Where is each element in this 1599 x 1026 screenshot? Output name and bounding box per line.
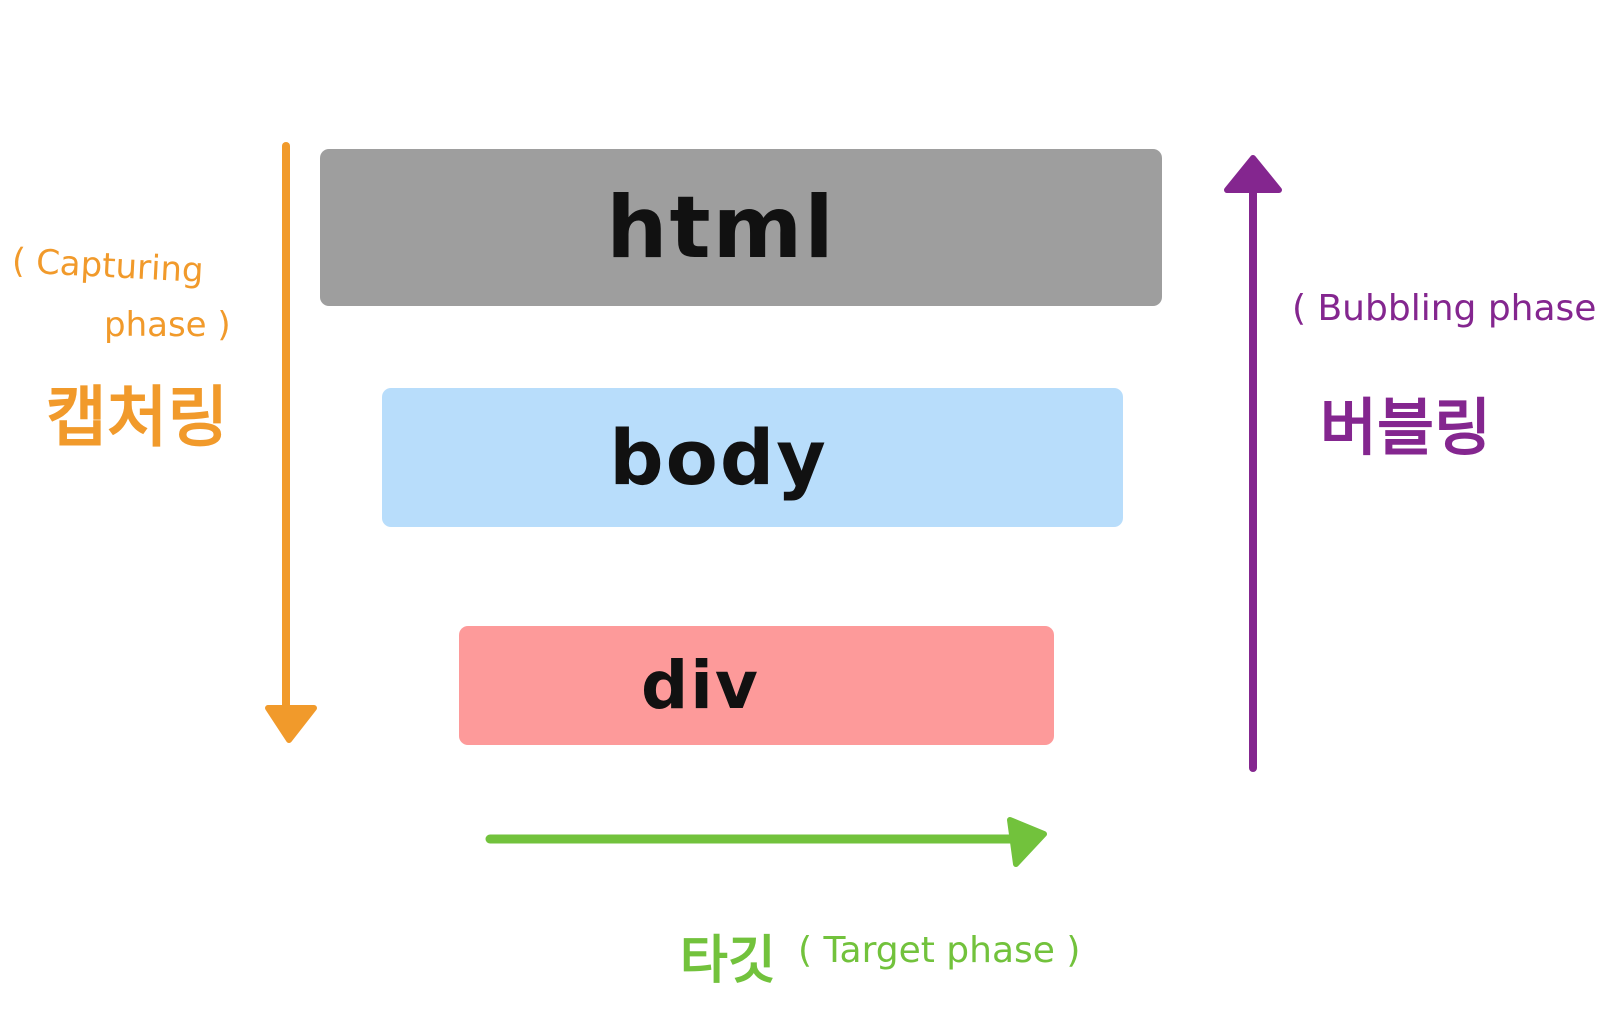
bubbling-phase-note: ( Bubbling phase ) [1292, 288, 1599, 329]
bubbling-arrow [1224, 155, 1282, 772]
body-layer-box: body [382, 388, 1123, 527]
capturing-korean-label: 캡처링 [46, 379, 229, 456]
capturing-phase-note-line2: phase ) [104, 305, 231, 345]
target-korean-label: 타깃 [680, 931, 776, 991]
capturing-phase-note-line1: ( Capturing [11, 241, 205, 291]
div-layer-label: div [641, 647, 760, 724]
target-phase-note: ( Target phase ) [798, 930, 1081, 971]
body-layer-label: body [609, 413, 828, 502]
html-layer-label: html [606, 177, 836, 278]
target-arrow [485, 817, 1047, 867]
bubbling-korean-label: 버블링 [1320, 391, 1492, 464]
capturing-arrow [265, 142, 317, 743]
div-layer-box: div [459, 626, 1054, 745]
html-layer-box: html [320, 149, 1162, 306]
